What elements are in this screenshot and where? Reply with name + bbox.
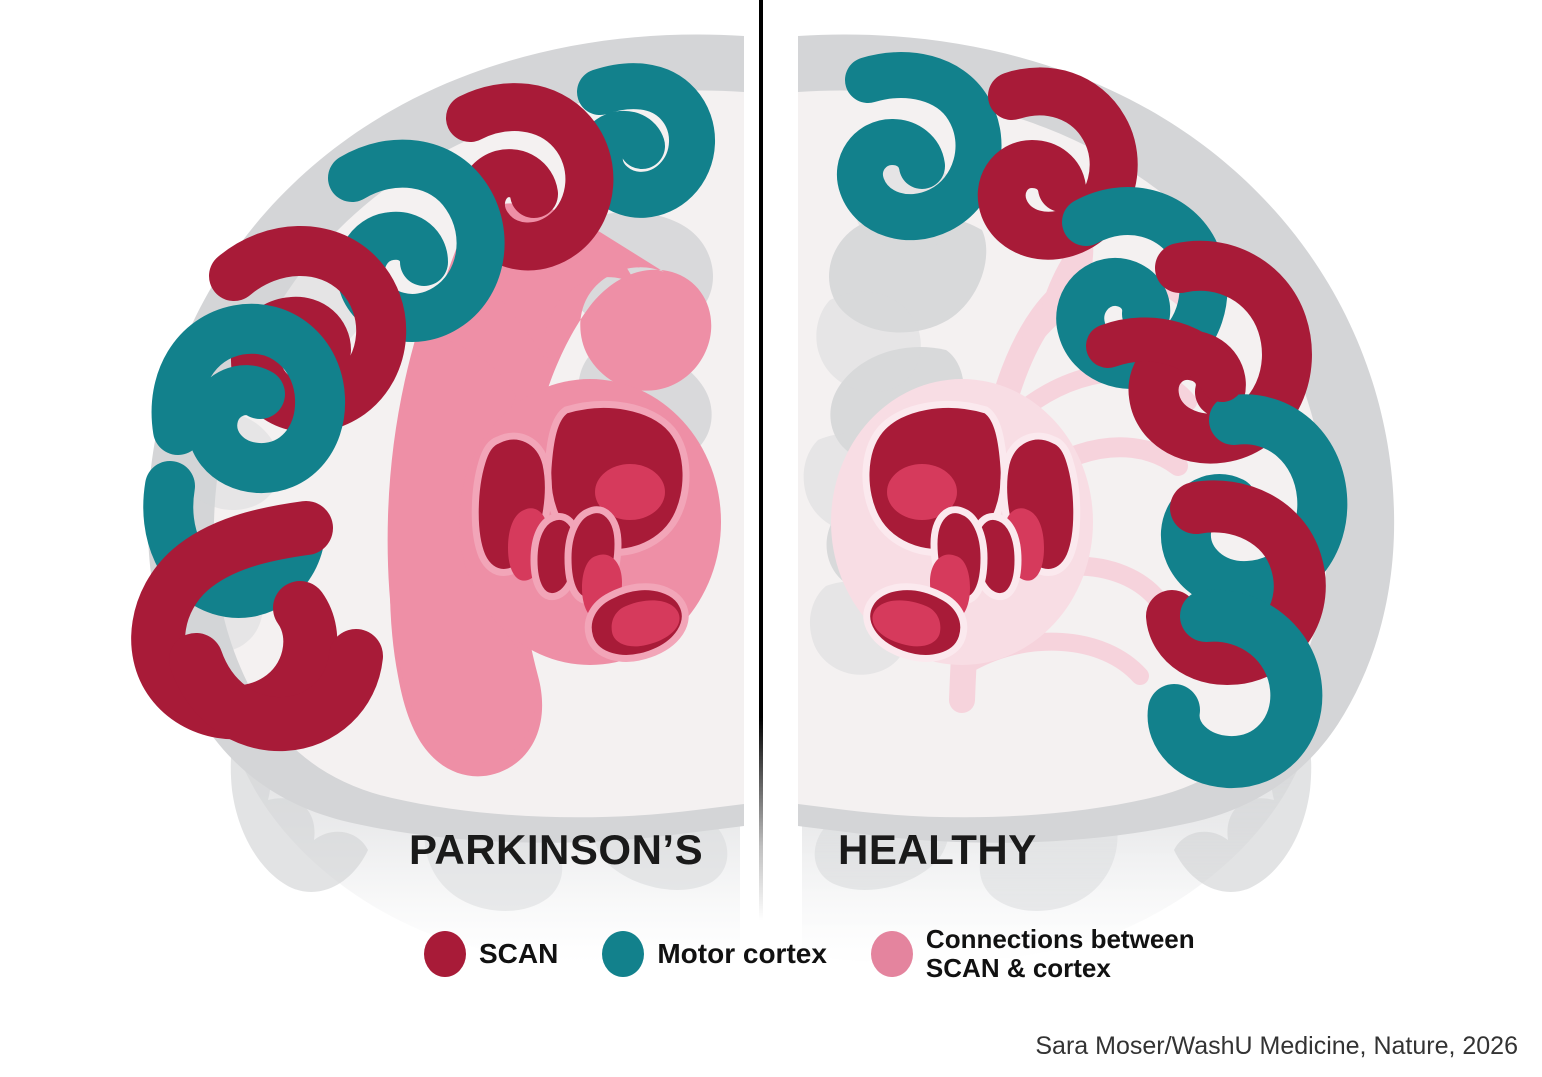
legend-label-motor-cortex: Motor cortex (657, 938, 827, 970)
legend-label-connections: Connections between SCAN & cortex (925, 924, 1195, 984)
legend-swatch-motor-cortex-icon (602, 931, 645, 978)
band-scan-r4 (1086, 317, 1244, 402)
hemisphere-parkinsons (131, 34, 745, 964)
legend-label-connections-line1: Connections between (925, 924, 1195, 954)
band-motor-1 (576, 63, 715, 218)
basal-ganglia-left (459, 379, 721, 665)
band-motor-r1 (837, 52, 1002, 241)
legend-item-scan: SCAN (424, 931, 559, 978)
cortical-bands-left (131, 63, 715, 752)
hemisphere-healthy (798, 34, 1395, 964)
band-scan-3 (131, 501, 338, 740)
band-motor-3 (151, 303, 346, 493)
cortical-bands-right (837, 52, 1348, 788)
legend-swatch-connections-icon (870, 931, 913, 978)
legend: SCAN Motor cortex Connections between SC… (424, 924, 1195, 984)
credit-line: Sara Moser/WashU Medicine, Nature, 2026 (1035, 1032, 1518, 1060)
panel-label-healthy: HEALTHY (838, 826, 1037, 873)
band-motor-r4 (1147, 589, 1323, 788)
band-scan-4 (169, 629, 383, 752)
legend-label-connections-line2: SCAN & cortex (925, 953, 1111, 984)
band-scan-1 (446, 83, 614, 271)
legend-swatch-scan-icon (424, 931, 466, 978)
band-scan-r1 (977, 67, 1138, 260)
band-motor-4 (143, 461, 325, 618)
basal-nuclei-left (471, 401, 690, 662)
panel-label-parkinsons: PARKINSON’S (409, 826, 704, 873)
legend-item-connections: Connections between SCAN & cortex (870, 924, 1195, 984)
band-scan-r3 (1146, 480, 1326, 685)
basal-ganglia-right (831, 379, 1093, 665)
center-divider (759, 0, 763, 920)
legend-item-motor-cortex: Motor cortex (602, 931, 827, 978)
band-motor-2 (328, 139, 505, 342)
basal-nuclei-right (862, 401, 1081, 662)
legend-label-scan: SCAN (479, 938, 559, 970)
